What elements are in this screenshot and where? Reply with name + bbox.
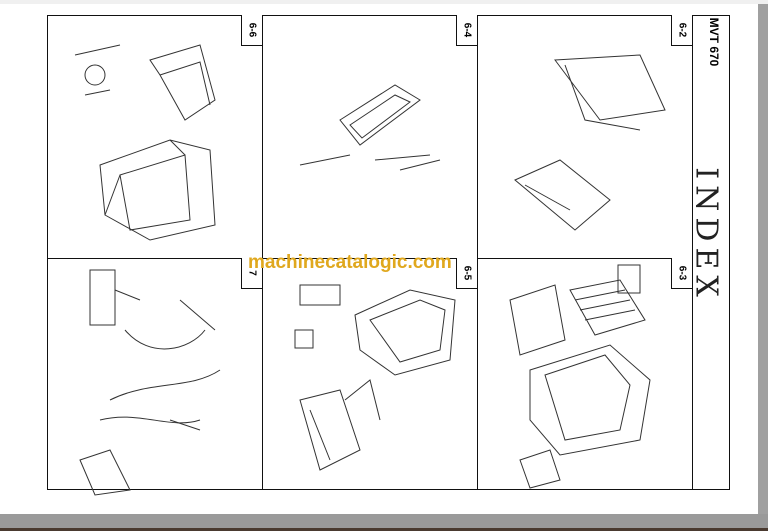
section-6-4[interactable]: 6-4 [262, 15, 477, 258]
drawing-6-5 [294, 284, 456, 471]
section-label: 6-5 [456, 258, 477, 289]
viewer-top-bar [0, 0, 768, 4]
section-label: 6-3 [671, 258, 692, 289]
page-title: INDEX [688, 167, 724, 303]
drawing-6-2 [514, 54, 666, 231]
drawing-6-3 [509, 264, 651, 489]
section-label: 6-6 [241, 15, 262, 46]
page-frame [47, 15, 730, 490]
column-divider [262, 15, 263, 490]
section-label: 6-4 [456, 15, 477, 46]
model-number: MVT 670 [707, 17, 721, 67]
column-divider [477, 15, 478, 490]
drawing-7 [79, 269, 221, 496]
viewer-bottom-bar [0, 514, 768, 528]
section-6-5[interactable]: 6-5 [262, 258, 477, 501]
section-6-3[interactable]: 6-3 [477, 258, 692, 501]
section-label: 6-2 [671, 15, 692, 46]
watermark: machinecatalogic.com [248, 252, 452, 273]
drawing-6-6 [74, 44, 216, 241]
section-label: 7 [241, 258, 262, 289]
section-6-2[interactable]: 6-2 [477, 15, 692, 258]
drawing-6-4 [299, 84, 441, 171]
title-strip-divider [692, 15, 693, 490]
row-divider [47, 258, 692, 259]
viewer-bottom-edge [0, 528, 768, 531]
viewer-scrollbar[interactable] [758, 4, 768, 514]
section-6-6[interactable]: 6-6 [47, 15, 262, 258]
section-7[interactable]: 7 [47, 258, 262, 501]
